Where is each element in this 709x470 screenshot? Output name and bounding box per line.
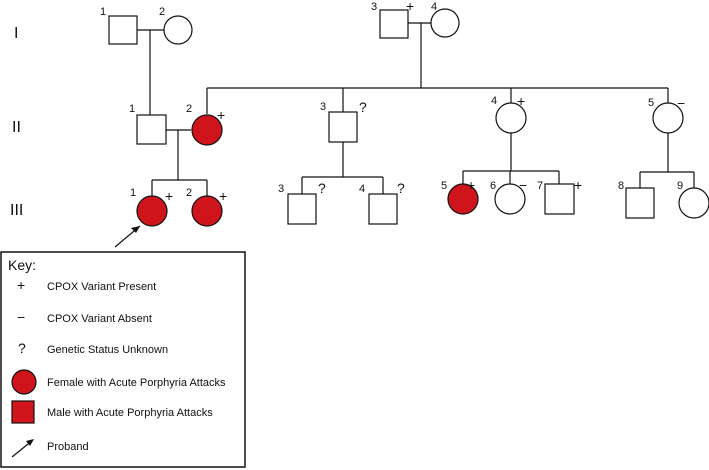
legend-proband-label: Proband [47, 441, 89, 453]
individual-III-4-male [368, 193, 398, 225]
legend-plus-symbol: + [17, 277, 25, 293]
number-III-8: 8 [618, 180, 624, 192]
legend-minus-label: CPOX Variant Absent [47, 313, 152, 325]
mark-III-6: − [519, 177, 527, 193]
legend-question-symbol: ? [18, 340, 26, 356]
number-I-3: 3 [371, 1, 377, 13]
number-III-3: 3 [278, 183, 284, 195]
individual-III-3-male [287, 193, 317, 225]
mark-III-2: + [219, 188, 227, 204]
individual-III-8-male [625, 187, 655, 219]
number-II-2: 2 [186, 103, 192, 115]
mark-III-5: + [467, 177, 475, 193]
legend-title: Key: [8, 257, 36, 273]
individual-III-6-female [494, 183, 526, 215]
number-III-6: 6 [490, 180, 496, 192]
number-I-2: 2 [159, 6, 165, 18]
individual-I-2-female [163, 15, 193, 45]
generation-label-III: III [10, 202, 23, 219]
mark-III-1: + [165, 188, 173, 204]
mark-I-3: + [406, 0, 414, 14]
mark-III-3: ? [318, 180, 326, 196]
individual-II-5-female [652, 102, 684, 134]
number-II-3: 3 [320, 101, 326, 113]
number-III-9: 9 [677, 180, 683, 192]
legend-male-affected-symbol [11, 400, 35, 424]
individual-II-3-male [328, 111, 358, 143]
individual-III-7-male [544, 183, 575, 215]
legend-female-affected-label: Female with Acute Porphyria Attacks [47, 377, 226, 389]
legend-female-affected-symbol [11, 369, 37, 395]
number-I-4: 4 [431, 1, 437, 13]
legend-minus-symbol: − [17, 309, 25, 325]
individual-II-2-female-affected [191, 114, 223, 146]
number-III-2: 2 [186, 187, 192, 199]
mark-II-2: + [217, 107, 225, 123]
generation-label-II: II [12, 119, 21, 136]
individual-III-5-female-affected [447, 183, 479, 215]
number-III-4: 4 [359, 183, 365, 195]
number-II-4: 4 [491, 95, 497, 107]
individual-I-4-female [430, 8, 460, 38]
number-II-5: 5 [648, 97, 654, 109]
individual-I-3-male [379, 9, 409, 39]
number-I-1: 1 [100, 6, 106, 18]
number-III-7: 7 [537, 180, 543, 192]
mark-II-4: + [517, 93, 525, 109]
individual-I-1-male [108, 15, 138, 45]
mark-II-5: − [677, 95, 685, 111]
pedigree-lines [137, 22, 695, 196]
legend-question-label: Genetic Status Unknown [47, 344, 168, 356]
number-III-5: 5 [441, 180, 447, 192]
individual-II-1-male [136, 114, 167, 145]
mark-III-4: ? [397, 180, 405, 196]
legend-plus-label: CPOX Variant Present [47, 281, 156, 293]
generation-label-I: I [14, 25, 18, 42]
legend-proband-arrow-icon [11, 439, 34, 458]
mark-II-3: ? [359, 99, 367, 115]
individual-III-9-female [678, 187, 709, 219]
proband-arrow-icon [114, 225, 141, 248]
mark-III-7: + [574, 177, 582, 193]
number-III-1: 1 [130, 187, 136, 199]
number-II-1: 1 [129, 103, 135, 115]
legend-box: Key: + CPOX Variant Present − CPOX Varia… [0, 251, 246, 468]
individual-II-4-female [495, 102, 527, 134]
individual-III-1-female-affected [136, 195, 168, 227]
individual-III-2-female-affected [191, 195, 223, 227]
legend-border [0, 251, 246, 468]
legend-male-affected-label: Male with Acute Porphyria Attacks [47, 407, 213, 419]
